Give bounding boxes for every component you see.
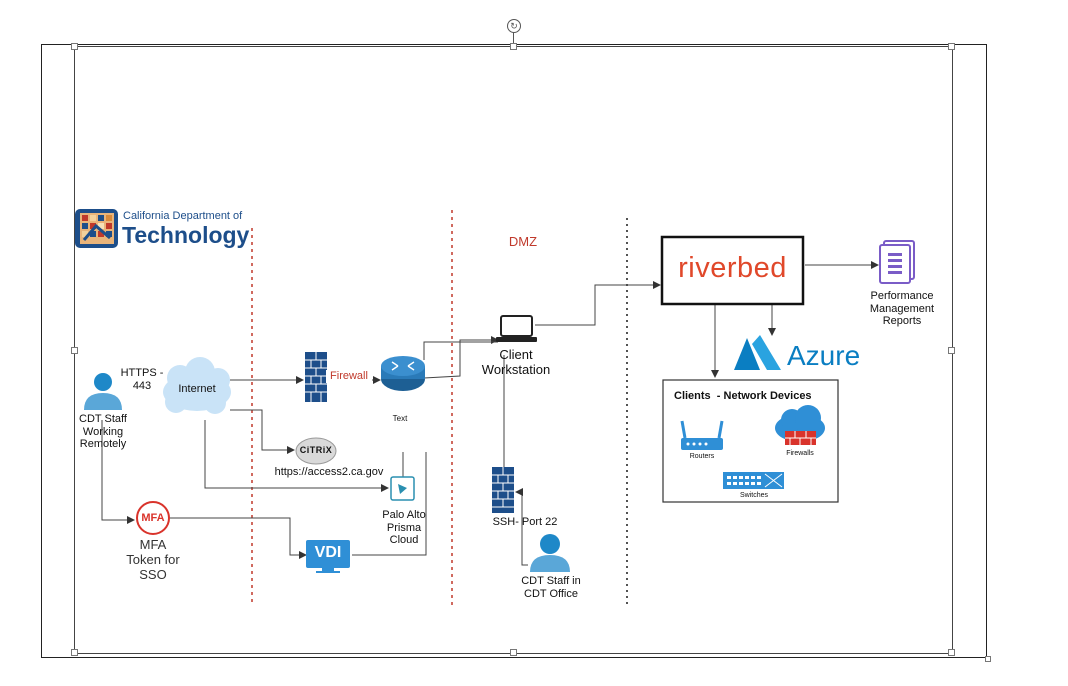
citrix-icon bbox=[295, 437, 337, 465]
resize-handle-tm[interactable] bbox=[510, 43, 517, 50]
ssh-label: SSH- Port 22 bbox=[492, 516, 558, 528]
logo-subtitle: California Department of bbox=[123, 210, 243, 222]
client-workstation-label: Client Workstation bbox=[481, 347, 551, 377]
mfa-badge-icon bbox=[136, 501, 170, 535]
edge-router-client bbox=[423, 336, 499, 379]
clients-box-title: Clients - Network Devices bbox=[674, 390, 812, 402]
cdt-logo-icon bbox=[75, 209, 118, 248]
router-device-icon bbox=[680, 420, 724, 450]
staff-remote-label: CDT Staff Working Remotely bbox=[79, 413, 127, 451]
staff-office-label: CDT Staff in CDT Office bbox=[521, 575, 581, 600]
azure-logo-icon bbox=[734, 335, 781, 370]
azure-label: Azure bbox=[787, 340, 861, 371]
router-text-label: Text bbox=[392, 414, 408, 423]
laptop-icon bbox=[496, 315, 537, 342]
riverbed-box bbox=[660, 235, 805, 306]
edge-client-riverbed bbox=[535, 281, 661, 326]
resize-handle-bm[interactable] bbox=[510, 649, 517, 656]
firewall-label: Firewall bbox=[326, 370, 372, 383]
mfa-label: MFA Token for SSO bbox=[126, 537, 180, 582]
routers-label: Routers bbox=[689, 453, 715, 460]
switch-device-icon bbox=[723, 472, 784, 489]
firewalls-label: Firewalls bbox=[786, 450, 814, 457]
palo-alto-label: Palo Alto Prisma Cloud bbox=[382, 509, 426, 547]
report-document-icon bbox=[879, 240, 915, 284]
edge-router-client-2 bbox=[423, 341, 498, 360]
logo-title: Technology bbox=[122, 222, 250, 248]
edge-staffoffice-ssh bbox=[515, 488, 528, 566]
resize-handle-tl[interactable] bbox=[71, 43, 78, 50]
https-label: HTTPS - 443 bbox=[120, 367, 164, 392]
switches-label: Switches bbox=[739, 492, 768, 499]
reports-label: Performance Management Reports bbox=[869, 290, 935, 328]
mfa-badge-text: MFA bbox=[141, 512, 165, 524]
router-icon bbox=[381, 356, 425, 391]
resize-handle-ml[interactable] bbox=[71, 347, 78, 354]
vdi-monitor-icon bbox=[306, 540, 350, 573]
edge-staff-mfa bbox=[101, 420, 135, 524]
edge-mfa-vdi bbox=[170, 517, 307, 559]
resize-handle-corner[interactable] bbox=[985, 656, 991, 662]
resize-handle-tr[interactable] bbox=[948, 43, 955, 50]
rotate-handle[interactable]: ↻ bbox=[507, 19, 521, 33]
rotate-handle-stem bbox=[513, 32, 514, 44]
resize-handle-mr[interactable] bbox=[948, 347, 955, 354]
resize-handle-bl[interactable] bbox=[71, 649, 78, 656]
user-icon-remote bbox=[84, 373, 122, 410]
resize-handle-br[interactable] bbox=[948, 649, 955, 656]
ssh-firewall-icon bbox=[492, 467, 514, 513]
edge-internet-citrix bbox=[230, 409, 295, 454]
vdi-label: VDI bbox=[314, 544, 342, 561]
internet-label: Internet bbox=[178, 383, 216, 395]
palo-alto-icon bbox=[390, 476, 415, 501]
citrix-url-label: https://access2.ca.gov bbox=[274, 466, 384, 478]
user-icon-office bbox=[530, 534, 570, 572]
dmz-label: DMZ bbox=[508, 234, 538, 249]
firewall-icon bbox=[305, 352, 327, 402]
riverbed-logo: riverbed bbox=[678, 252, 787, 284]
firewall-cloud-icon bbox=[775, 405, 825, 445]
edge-internet-palo bbox=[204, 420, 389, 492]
cloud-icon-internet bbox=[163, 357, 231, 414]
edge-vdi-up bbox=[352, 452, 427, 556]
citrix-logo-text: CiTRiX bbox=[299, 445, 333, 455]
